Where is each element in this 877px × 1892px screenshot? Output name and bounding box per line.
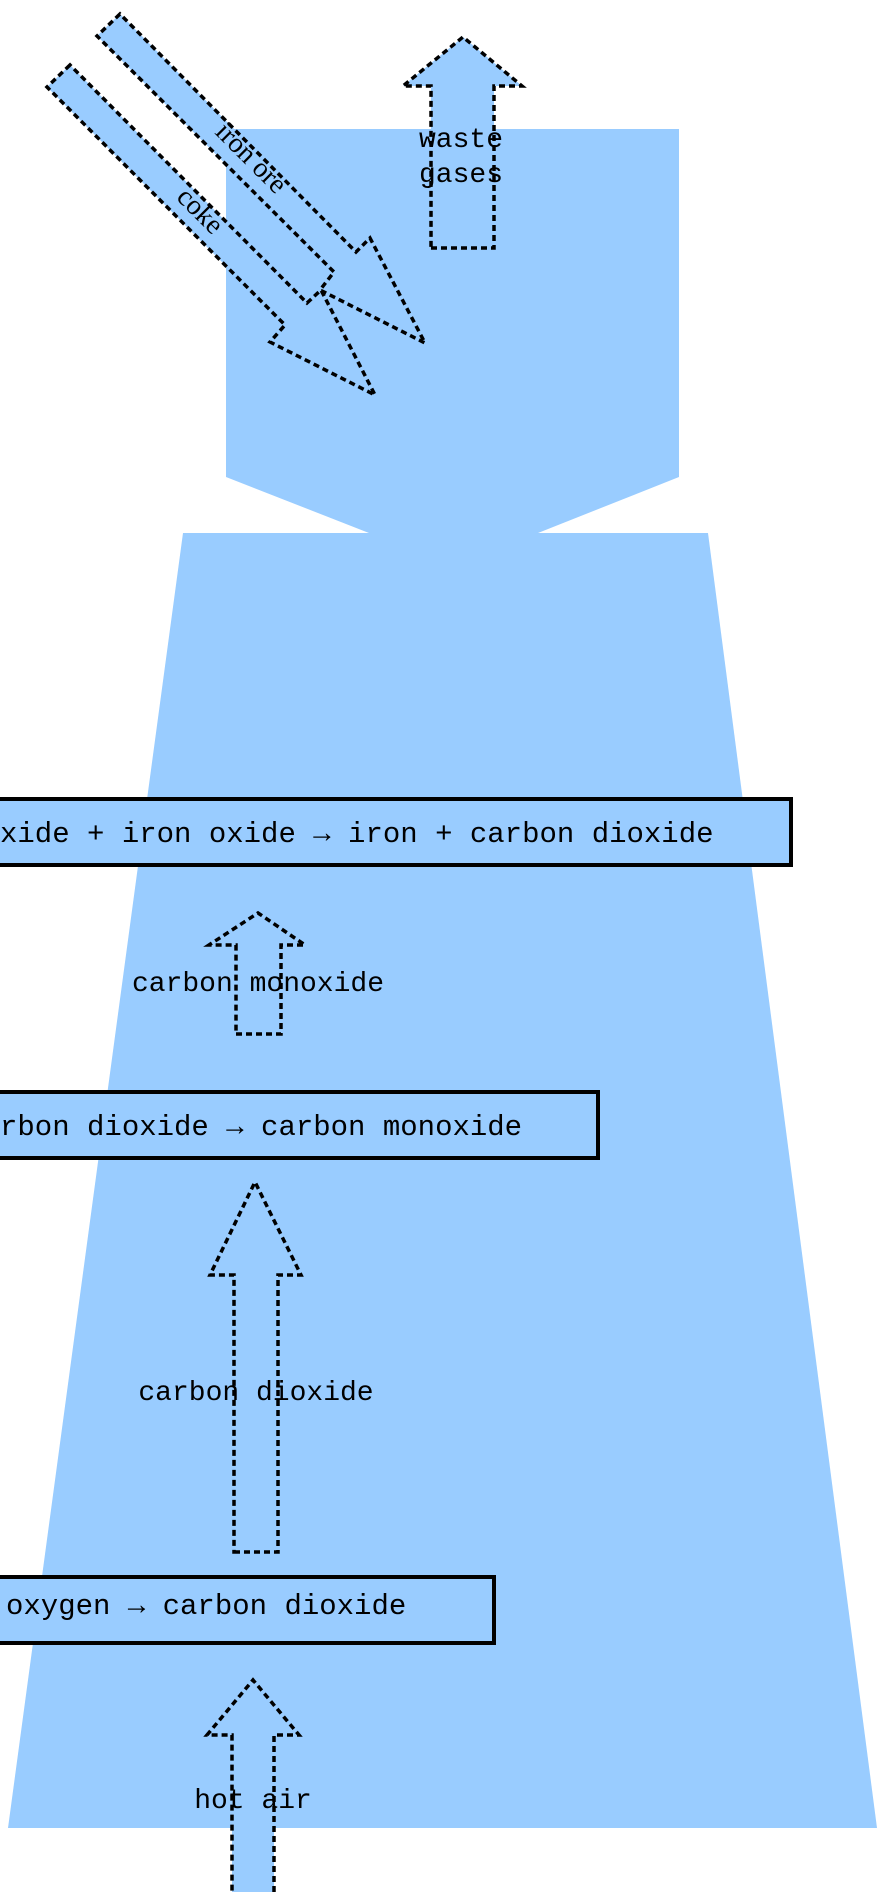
equation-box-top	[0, 797, 793, 867]
iron-ore-arrow	[94, 11, 430, 348]
coke-arrow	[44, 62, 380, 399]
carbon-monoxide-label: carbon monoxide	[132, 969, 384, 1000]
furnace-top-chamber	[226, 129, 679, 533]
carbon-monoxide-arrow	[203, 910, 311, 1036]
hot-air-label: hot air	[194, 1786, 312, 1817]
carbon-dioxide-arrow	[207, 1178, 304, 1554]
equation-box-middle	[0, 1090, 600, 1160]
carbon-dioxide-label: carbon dioxide	[138, 1378, 373, 1409]
equation-box-bottom	[0, 1575, 496, 1645]
waste-label-line2: gases	[419, 160, 503, 191]
equation-middle: rbon dioxide → carbon monoxide	[0, 1111, 522, 1144]
waste-label-line1: waste	[419, 125, 503, 156]
equation-top: xide + iron oxide → iron + carbon dioxid…	[0, 818, 714, 851]
hot-air-arrow	[203, 1677, 303, 1892]
waste-gases-arrow	[398, 34, 527, 250]
equation-bottom: oxygen → carbon dioxide	[6, 1590, 406, 1623]
